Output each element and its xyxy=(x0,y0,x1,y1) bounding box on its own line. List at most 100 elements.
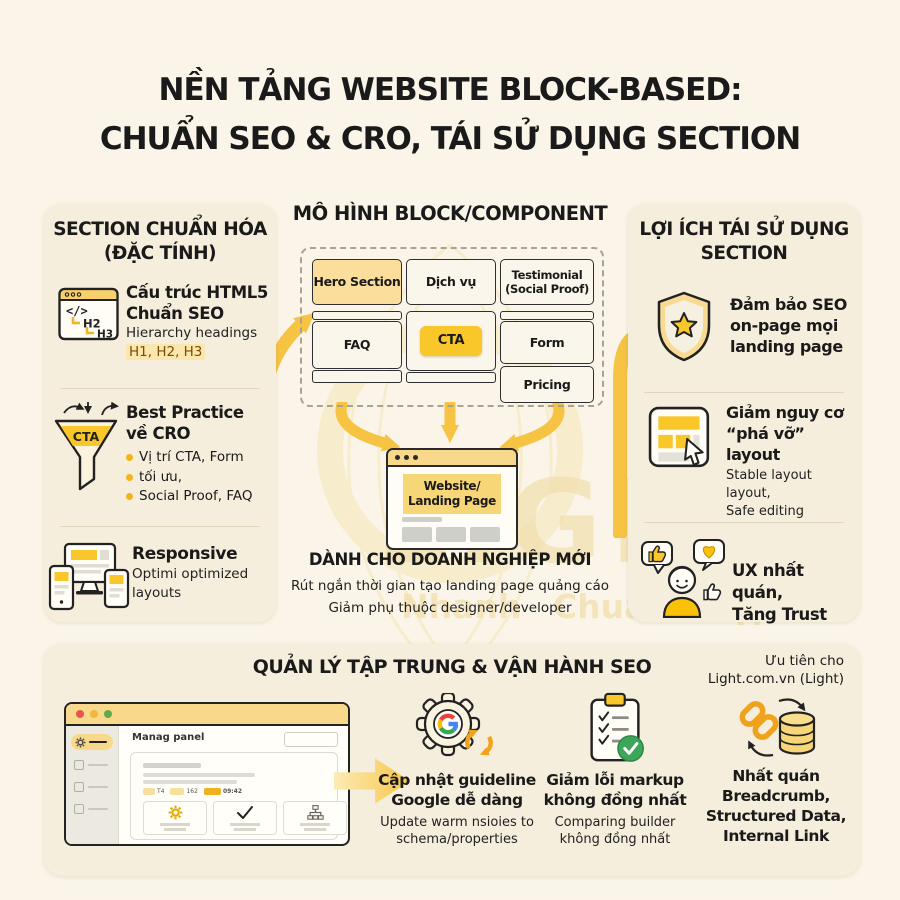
gear-icon xyxy=(168,805,182,820)
tag-swatch xyxy=(203,788,221,795)
block-strip xyxy=(500,311,594,320)
placeholder-bar xyxy=(234,828,256,831)
tag-swatch xyxy=(143,788,155,795)
block-form: Form xyxy=(500,321,594,364)
page-title-line2: CHUẨN SEO & CRO, TÁI SỬ DỤNG SECTION xyxy=(99,121,801,157)
block-faq: FAQ xyxy=(312,321,402,369)
center-footer-line2: Giảm phụ thuộc designer/developer xyxy=(328,600,572,616)
placeholder-bar xyxy=(230,823,260,826)
svg-text:CTA: CTA xyxy=(73,429,100,444)
menu-dash xyxy=(88,785,108,789)
sitemap-icon xyxy=(306,805,324,820)
svg-text:</>: </> xyxy=(66,304,88,318)
placeholder-block xyxy=(470,527,500,542)
block-hero-section: Hero Section xyxy=(312,259,402,305)
admin-panel-mockup: Manag panel T4 162 09:42 xyxy=(64,702,350,846)
block-strip xyxy=(312,370,402,383)
placeholder-block xyxy=(436,527,466,542)
right-panel-benefits: LỢI ÍCH TÁI SỬ DỤNG SECTION Đảm bảo SEO … xyxy=(628,204,860,624)
sidebar-item xyxy=(74,782,108,792)
page-title-line1: NỀN TẢNG WEBSITE BLOCK-BASED: xyxy=(158,72,743,108)
left-panel-heading: SECTION CHUẨN HÓA (ĐẶC TÍNH) xyxy=(53,219,267,264)
block-strip xyxy=(312,311,402,320)
tag-row: T4 162 09:42 xyxy=(143,788,248,795)
divider xyxy=(644,392,844,393)
placeholder-bar xyxy=(304,828,326,831)
block-pricing: Pricing xyxy=(500,366,594,403)
center-footer-line1: Rút ngắn thời gian tạo landing page quản… xyxy=(291,578,609,594)
block-strip xyxy=(406,372,496,383)
check-icon xyxy=(237,806,253,819)
placeholder-bar xyxy=(143,780,237,784)
markup-checklist-icon xyxy=(590,692,644,762)
menu-dash xyxy=(88,763,108,767)
placeholder-bar xyxy=(402,517,442,522)
right-item-ux: UX nhất quán, Tăng Trust xyxy=(732,561,827,624)
menu-icon xyxy=(74,760,84,770)
mockup-button xyxy=(284,732,338,747)
bottom-panel-seo-ops: QUẢN LÝ TẬP TRUNG & VẬN HÀNH SEO Ưu tiên… xyxy=(44,644,860,876)
placeholder-bar xyxy=(300,823,330,826)
layout-cursor-icon xyxy=(648,406,710,468)
mini-card-check xyxy=(213,801,277,835)
tag-swatch xyxy=(170,788,185,795)
mockup-titlebar xyxy=(66,704,348,726)
window-dot-icon xyxy=(413,455,418,460)
divider xyxy=(644,522,844,523)
heading-highlight: H1, H2, H3 xyxy=(126,344,206,360)
left-item-html5: Cấu trúc HTML5 Chuẩn SEO Hierarchy headi… xyxy=(126,283,268,360)
page-title: NỀN TẢNG WEBSITE BLOCK-BASED: CHUẨN SEO … xyxy=(0,66,900,164)
sidebar-item xyxy=(74,804,108,814)
window-dot-icon xyxy=(404,455,409,460)
priority-note: Ưu tiên cho Light.com.vn (Light) xyxy=(707,653,844,687)
sidebar-item-active xyxy=(71,734,113,750)
browser-titlebar xyxy=(388,450,516,467)
link-structured-data-icon xyxy=(739,698,816,757)
website-landing-page-label: Website/ Landing Page xyxy=(403,474,501,514)
cro-funnel-icon: CTA xyxy=(54,401,119,491)
bullet-dot xyxy=(126,454,133,462)
menu-icon xyxy=(74,804,84,814)
responsive-devices-icon xyxy=(48,542,130,611)
bullet-dot xyxy=(126,473,133,481)
mockup-panel-title: Manag panel xyxy=(132,732,205,743)
bottom-col-guideline: Cập nhật guideline Google dễ dàng Update… xyxy=(374,692,540,848)
google-gear-sync-icon xyxy=(415,693,493,757)
right-item-seo: Đảm bảo SEO on-page mọi landing page xyxy=(730,295,847,356)
bottom-panel-heading: QUẢN LÝ TẬP TRUNG & VẬN HÀNH SEO xyxy=(252,656,652,678)
right-item-layout: Giảm nguy cơ “phá vỡ” layout Stable layo… xyxy=(726,403,844,519)
center-footer-heading: DÀNH CHO DOANH NGHIỆP MỚI xyxy=(308,550,592,569)
svg-text:H3: H3 xyxy=(97,329,113,341)
mockup-content-card: T4 162 09:42 xyxy=(130,752,347,840)
bottom-col-structured-data: Nhất quán Breadcrumb, Structured Data, I… xyxy=(696,692,856,846)
menu-dash xyxy=(89,740,107,744)
placeholder-bar xyxy=(164,828,186,831)
ux-person-icon xyxy=(641,539,725,618)
sidebar-item xyxy=(74,760,108,770)
divider xyxy=(60,388,260,389)
left-panel-section-standard: SECTION CHUẨN HÓA (ĐẶC TÍNH) </> H2 H3 C… xyxy=(44,204,276,622)
left-item-cro: Best Practice về CRO Vị trí CTA, Form tố… xyxy=(126,403,253,504)
mini-card-sitemap xyxy=(283,801,347,835)
window-dot-icon xyxy=(395,455,400,460)
placeholder-block xyxy=(402,527,432,542)
block-testimonial: Testimonial (Social Proof) xyxy=(500,259,594,305)
html5-browser-icon: </> H2 H3 xyxy=(58,287,119,341)
bullet-dot xyxy=(126,493,133,501)
shield-star-icon xyxy=(657,291,711,362)
window-dot-green-icon xyxy=(104,710,112,718)
mockup-sidebar xyxy=(66,726,119,844)
window-dot-red-icon xyxy=(76,710,84,718)
block-cta-wrap: CTA xyxy=(406,311,496,371)
menu-dash xyxy=(88,807,108,811)
placeholder-bar xyxy=(143,763,201,768)
bottom-col-markup: Giảm lỗi markup không đồng nhất Comparin… xyxy=(540,692,690,848)
mini-card-settings xyxy=(143,801,207,835)
menu-icon xyxy=(74,782,84,792)
block-cta: CTA xyxy=(420,326,482,356)
center-heading: MÔ HÌNH BLOCK/COMPONENT xyxy=(292,202,608,225)
placeholder-bar xyxy=(143,773,255,777)
right-panel-heading: LỢI ÍCH TÁI SỬ DỤNG SECTION xyxy=(639,219,849,264)
gear-icon xyxy=(75,736,86,748)
